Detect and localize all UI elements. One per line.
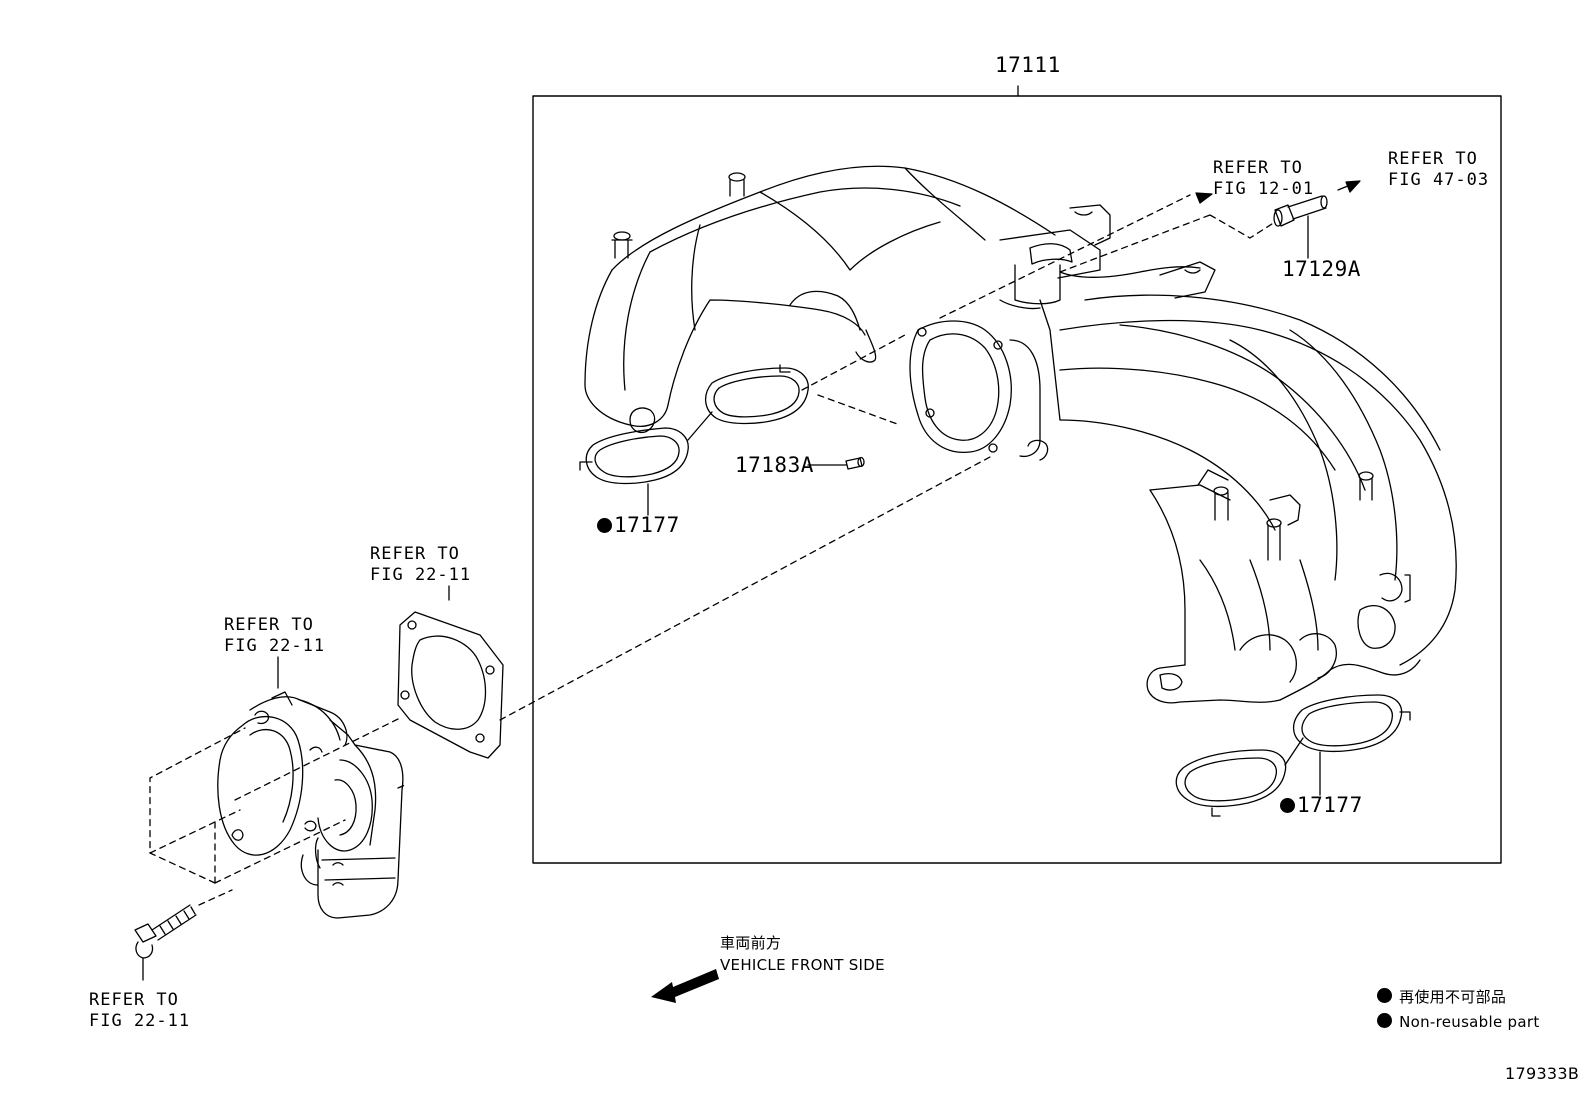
bolt-17129A bbox=[1273, 180, 1361, 259]
arrow-left-icon bbox=[651, 969, 719, 1003]
ref-fig-12-01-line1: REFER TO bbox=[1213, 158, 1303, 178]
part-17177-left-label: 17177 bbox=[597, 515, 680, 536]
ref-throttle-line2: FIG 22-11 bbox=[224, 636, 326, 656]
arrow-ref-fig-12-01 bbox=[1195, 192, 1213, 204]
ref-throttle-line1: REFER TO bbox=[224, 615, 314, 635]
vehicle-front-en-label: VEHICLE FRONT SIDE bbox=[720, 956, 885, 974]
ref-bolt-line1: REFER TO bbox=[89, 990, 179, 1010]
vehicle-front-jp-label: 車両前方 bbox=[720, 934, 782, 952]
assembly-box bbox=[532, 95, 1502, 864]
non-reusable-dot-icon bbox=[597, 518, 612, 533]
ref-fig-12-01-line2: FIG 12-01 bbox=[1213, 179, 1315, 199]
legend-jp: 再使用不可部品 bbox=[1377, 987, 1506, 1008]
throttle-gasket bbox=[397, 585, 504, 759]
ref-fig-47-03-line2: FIG 47-03 bbox=[1388, 170, 1490, 190]
alignment-lines bbox=[149, 194, 1276, 906]
pin-17183A bbox=[807, 456, 865, 470]
gasket-17177-right bbox=[1175, 694, 1411, 817]
ref-fig-47-03-line1: REFER TO bbox=[1388, 149, 1478, 169]
ref-gasket-line1: REFER TO bbox=[370, 544, 460, 564]
part-17129A-label: 17129A bbox=[1282, 257, 1361, 281]
filled-circle-icon bbox=[1377, 1013, 1392, 1028]
figure-id: 179333B bbox=[1505, 1064, 1580, 1083]
throttle-body bbox=[217, 656, 404, 919]
assembly-number-label: 17111 bbox=[995, 53, 1061, 77]
gasket-17177-left bbox=[579, 364, 809, 485]
ref-bolt-line2: FIG 22-11 bbox=[89, 1011, 191, 1031]
throttle-bolt bbox=[134, 904, 197, 981]
ref-gasket-line2: FIG 22-11 bbox=[370, 565, 472, 585]
legend-en: Non-reusable part bbox=[1377, 1012, 1540, 1033]
part-17183A-label: 17183A bbox=[735, 453, 814, 477]
filled-circle-icon bbox=[1377, 988, 1392, 1003]
intake-manifold bbox=[584, 165, 1457, 704]
non-reusable-dot-icon bbox=[1280, 798, 1295, 813]
part-17177-right-label: 17177 bbox=[1280, 795, 1363, 816]
